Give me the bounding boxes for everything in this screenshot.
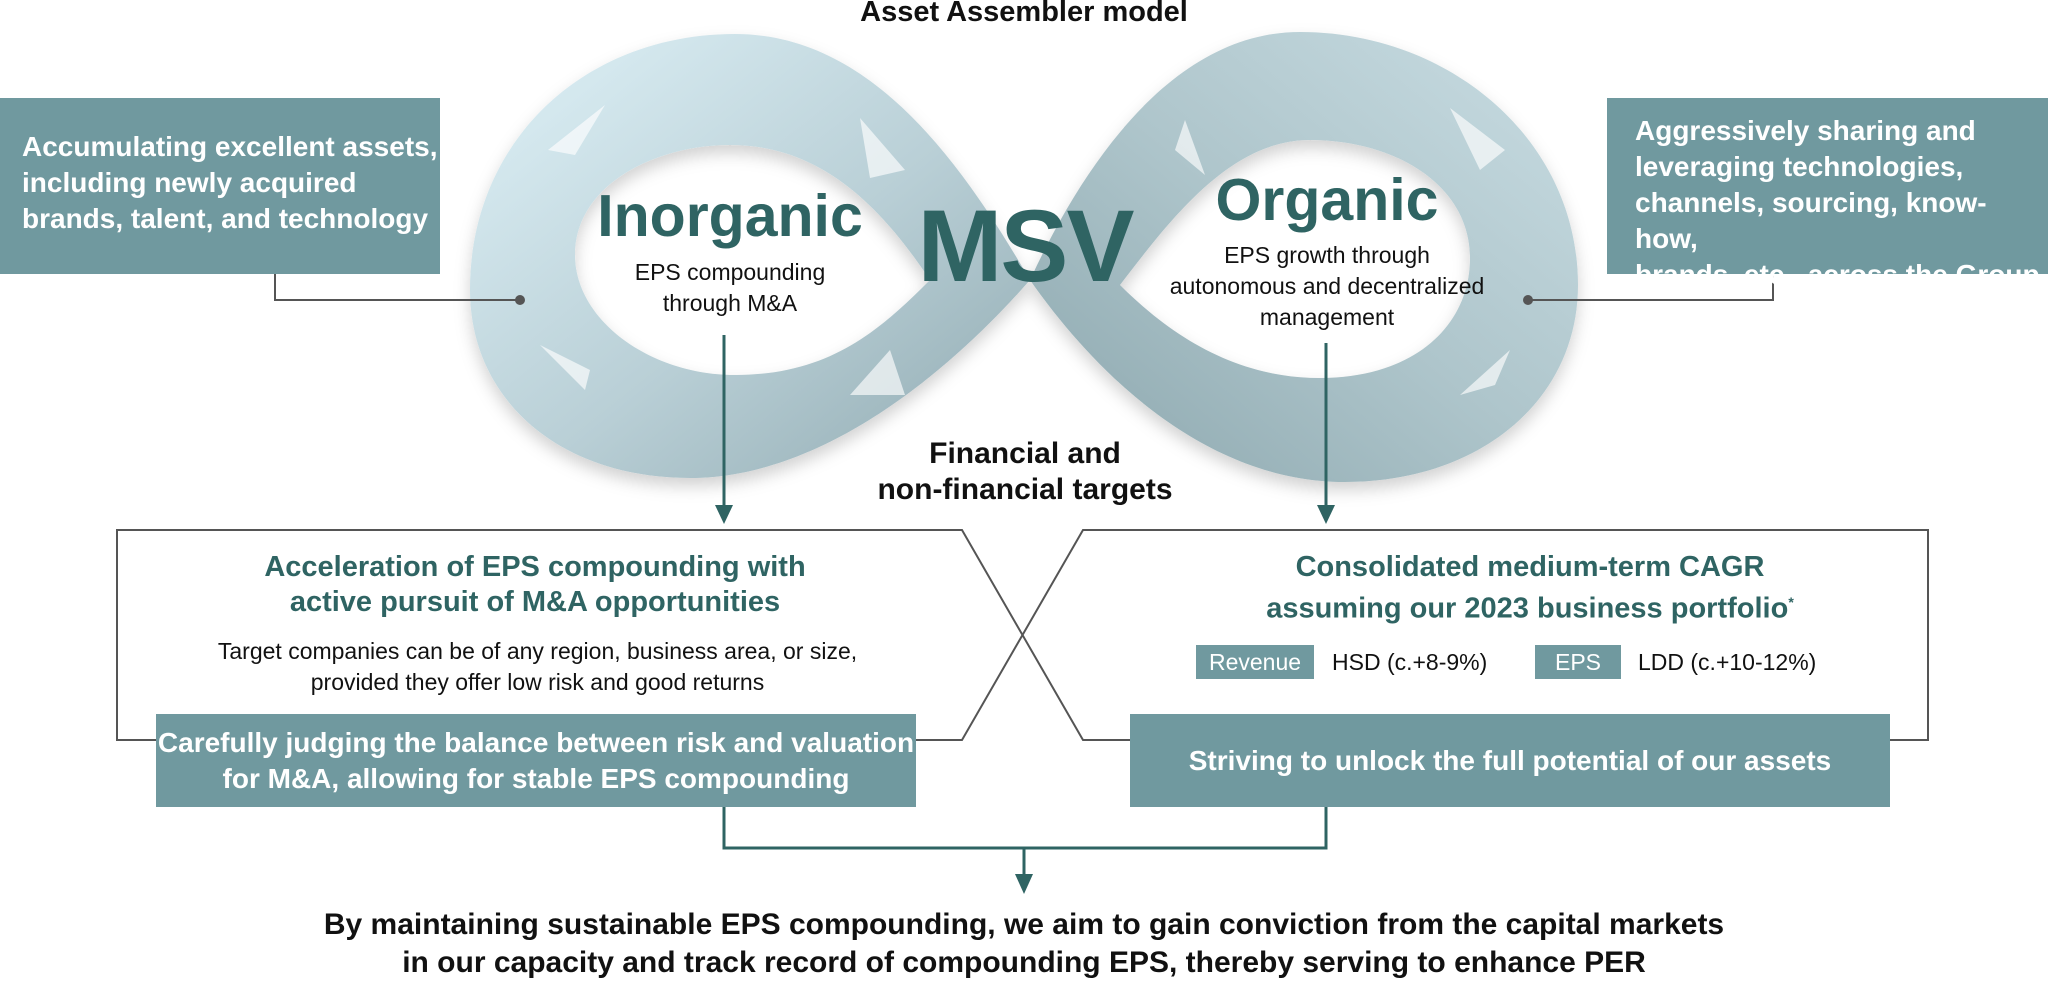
left-pill-line: for M&A, allowing for stable EPS compoun…: [222, 762, 850, 794]
left-dot: [515, 295, 525, 305]
bottom-conclusion: By maintaining sustainable EPS compoundi…: [200, 906, 1848, 982]
right-sharing-box: Aggressively sharing and leveraging tech…: [1607, 98, 2048, 290]
bottom-line: By maintaining sustainable EPS compoundi…: [323, 908, 1725, 941]
eps-value: LDD (c.+10-12%): [1638, 649, 1817, 675]
targets-label-line: non-financial targets: [877, 473, 1173, 506]
right-box-line: leveraging technologies,: [1635, 151, 1964, 182]
down-arrows: [715, 335, 1335, 524]
organic-sub-line: autonomous and decentralized: [1169, 273, 1485, 299]
right-heading-line: Consolidated medium-term CAGR: [1295, 551, 1765, 583]
left-pill-line: Carefully judging the balance between ri…: [157, 726, 915, 758]
eps-tag: EPS: [1535, 645, 1621, 679]
inorganic-sub-line: EPS compounding: [634, 259, 826, 285]
left-panel-text: Target companies can be of any region, b…: [150, 636, 925, 698]
msv-label: MSV: [917, 189, 1134, 303]
diagram-title: Asset Assembler model: [860, 0, 1188, 28]
left-box-line: Accumulating excellent assets,: [22, 131, 438, 162]
organic-sub-line: management: [1259, 304, 1395, 330]
bottom-line: in our capacity and track record of comp…: [402, 946, 1646, 979]
right-box-line: channels, sourcing, know-how,: [1635, 187, 1987, 254]
left-panel-pill: Carefully judging the balance between ri…: [156, 714, 916, 807]
left-panel-heading: Acceleration of EPS compounding with act…: [170, 550, 900, 620]
revenue-tag: Revenue: [1196, 645, 1314, 679]
bottom-connector: [722, 807, 1328, 876]
organic-sub-line: EPS growth through: [1224, 242, 1430, 268]
organic-label: Organic: [1215, 167, 1439, 233]
left-assets-box: Accumulating excellent assets, including…: [0, 98, 440, 274]
left-text-line: provided they offer low risk and good re…: [310, 669, 765, 695]
infinity-loop: [470, 32, 1578, 482]
right-box-line: brands, etc., across the Group: [1635, 259, 2040, 290]
right-panel-heading: Consolidated medium-term CAGR assuming o…: [1140, 550, 1920, 627]
right-box-line: Aggressively sharing and: [1635, 115, 1976, 146]
left-box-line: including newly acquired: [22, 167, 357, 198]
bottom-arrowhead: [1015, 874, 1033, 894]
targets-label: Financial and non-financial targets: [840, 436, 1210, 508]
targets-label-line: Financial and: [929, 437, 1121, 470]
inorganic-sub-line: through M&A: [662, 290, 798, 316]
organic-description: EPS growth through autonomous and decent…: [1152, 240, 1502, 333]
footnote-asterisk: *: [1788, 594, 1794, 610]
left-heading-line: Acceleration of EPS compounding with: [264, 551, 806, 583]
loop-arrow-marks: [540, 105, 1510, 395]
right-panel-pill: Striving to unlock the full potential of…: [1130, 714, 1890, 807]
left-text-line: Target companies can be of any region, b…: [217, 638, 858, 664]
inorganic-description: EPS compounding through M&A: [590, 257, 870, 319]
revenue-value: HSD (c.+8-9%): [1332, 649, 1488, 675]
loop-right: [1030, 32, 1578, 482]
right-heading-line2: assuming our 2023 business portfolio*: [1140, 585, 1920, 627]
panel-outline: [116, 529, 1929, 741]
side-connectors: [274, 274, 1774, 301]
left-box-line: brands, talent, and technology: [22, 203, 429, 234]
right-heading-text: assuming our 2023 business portfolio: [1266, 592, 1789, 625]
inorganic-label: Inorganic: [597, 183, 863, 249]
right-dot: [1523, 295, 1533, 305]
left-heading-line: active pursuit of M&A opportunities: [289, 586, 781, 618]
